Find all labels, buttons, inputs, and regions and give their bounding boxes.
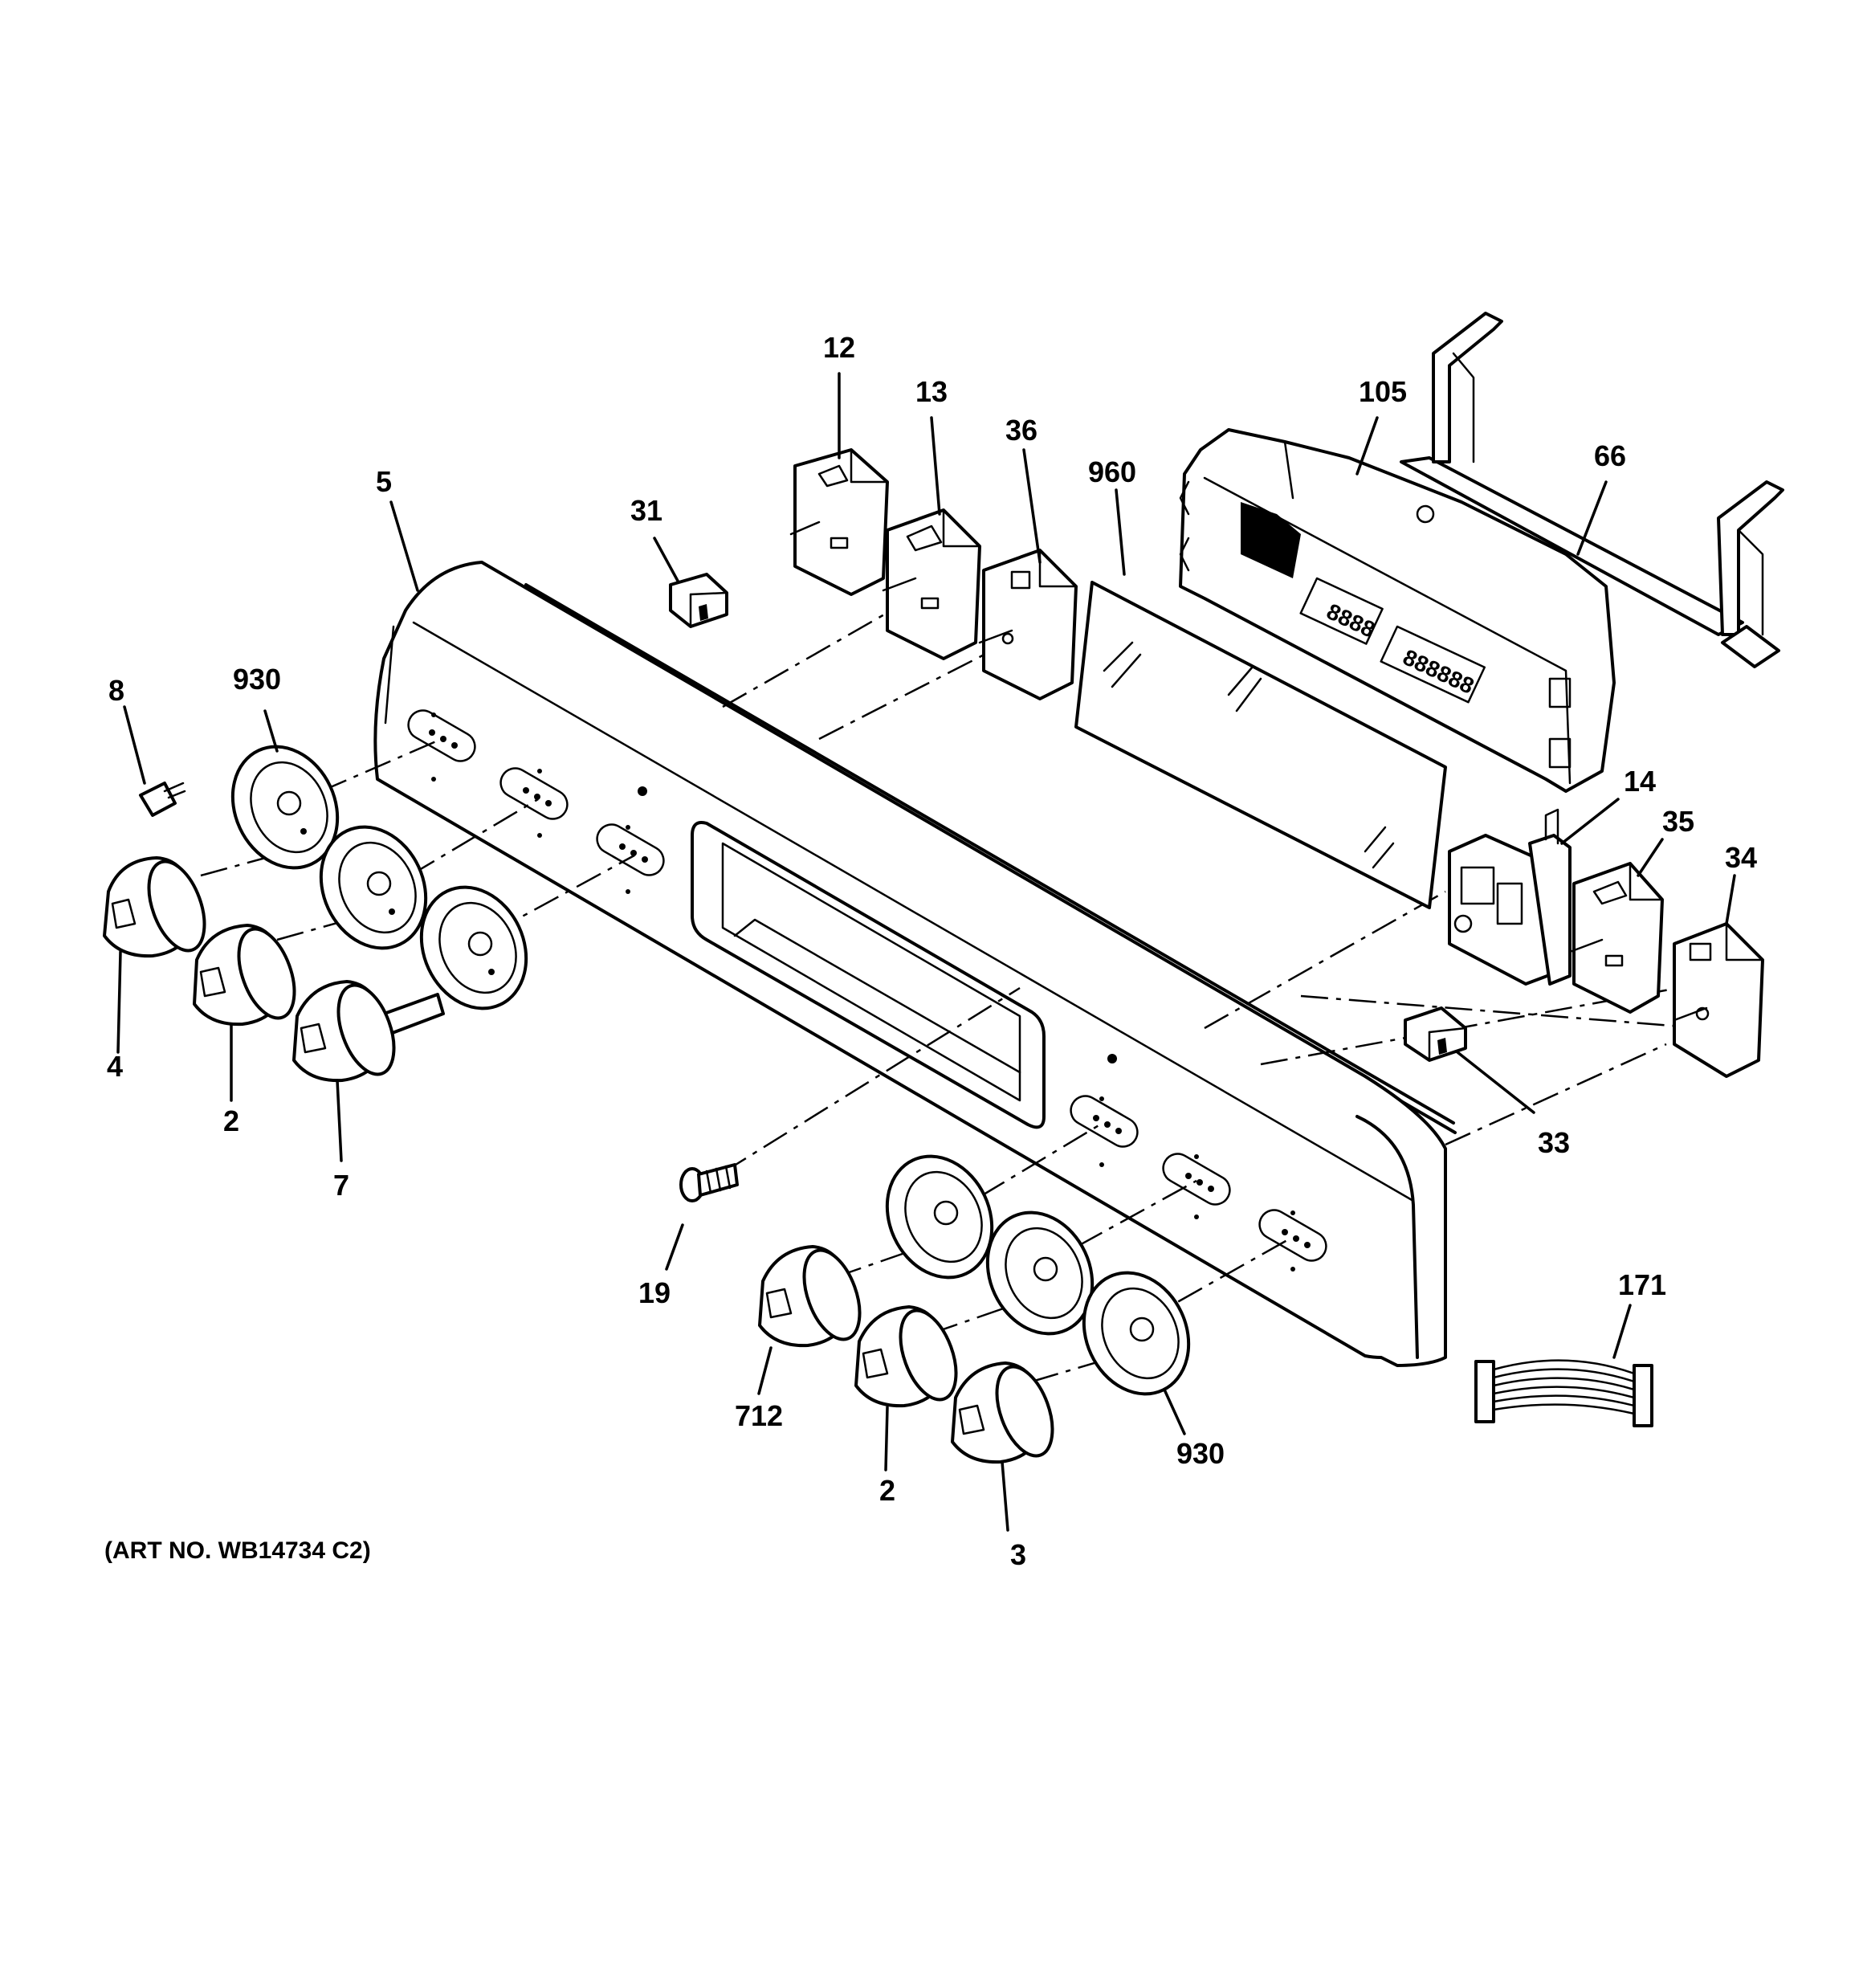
label-171: 171: [1618, 1268, 1666, 1301]
bezel-right-1: [885, 1154, 994, 1280]
switch-35: [1568, 862, 1664, 1014]
switch-14: [1448, 808, 1572, 986]
label-35: 35: [1662, 805, 1694, 838]
label-930-left: 930: [233, 663, 281, 696]
terminal-block-33: [1404, 1006, 1467, 1062]
bezel-left-2: [319, 825, 428, 950]
screw-8: [139, 782, 186, 817]
label-4: 4: [107, 1050, 123, 1083]
label-12: 12: [823, 331, 855, 364]
label-31: 31: [630, 494, 662, 527]
switch-13: [882, 508, 981, 660]
label-3: 3: [1010, 1538, 1026, 1571]
bezel-left-1: [230, 745, 340, 870]
knob-4: [103, 856, 206, 958]
label-930-right: 930: [1176, 1437, 1225, 1470]
switch-34: [1673, 922, 1764, 1078]
bezel-right-3: [1082, 1271, 1191, 1396]
display-glass-960: [1074, 581, 1447, 909]
bezel-right-2: [985, 1210, 1095, 1336]
switch-36: [978, 549, 1078, 700]
label-34: 34: [1725, 841, 1757, 874]
label-5: 5: [376, 465, 392, 498]
label-33: 33: [1538, 1126, 1570, 1159]
part-labels: 12 13 36 960 105 66 31 5 8 930 4 2 7 14 …: [107, 331, 1757, 1571]
control-panel-backsplash: [373, 561, 1457, 1367]
knob-hole-right-1: [1070, 1095, 1139, 1167]
label-66: 66: [1594, 439, 1626, 472]
label-2-right: 2: [879, 1474, 895, 1507]
label-960: 960: [1088, 455, 1136, 488]
bracket-66: [1400, 312, 1784, 668]
knob-7: [292, 980, 445, 1083]
label-14: 14: [1624, 765, 1656, 798]
knob-3: [951, 1361, 1054, 1464]
label-712: 712: [735, 1399, 783, 1432]
label-2-left: 2: [223, 1104, 239, 1137]
knob-hole-right-2: [1162, 1153, 1231, 1219]
terminal-block-31: [669, 573, 728, 628]
control-board-105: 8888 888888: [1179, 428, 1616, 793]
knob-712: [758, 1245, 862, 1348]
art-number: (ART NO. WB14734 C2): [104, 1537, 371, 1564]
knob-2-left: [193, 924, 296, 1027]
wire-harness-171: [1474, 1359, 1653, 1427]
knob-hole-left-1: [407, 709, 476, 782]
label-19: 19: [638, 1276, 671, 1309]
label-7: 7: [333, 1169, 349, 1202]
bezel-left-3: [419, 885, 528, 1010]
label-8: 8: [108, 674, 124, 707]
label-36: 36: [1005, 414, 1037, 447]
label-13: 13: [915, 375, 948, 408]
knob-hole-right-3: [1258, 1209, 1327, 1272]
label-105: 105: [1359, 375, 1407, 408]
knob-2-right: [854, 1305, 958, 1408]
leader-lines: [116, 372, 1736, 1532]
switch-12: [789, 448, 889, 596]
screw-19: [679, 1163, 739, 1202]
